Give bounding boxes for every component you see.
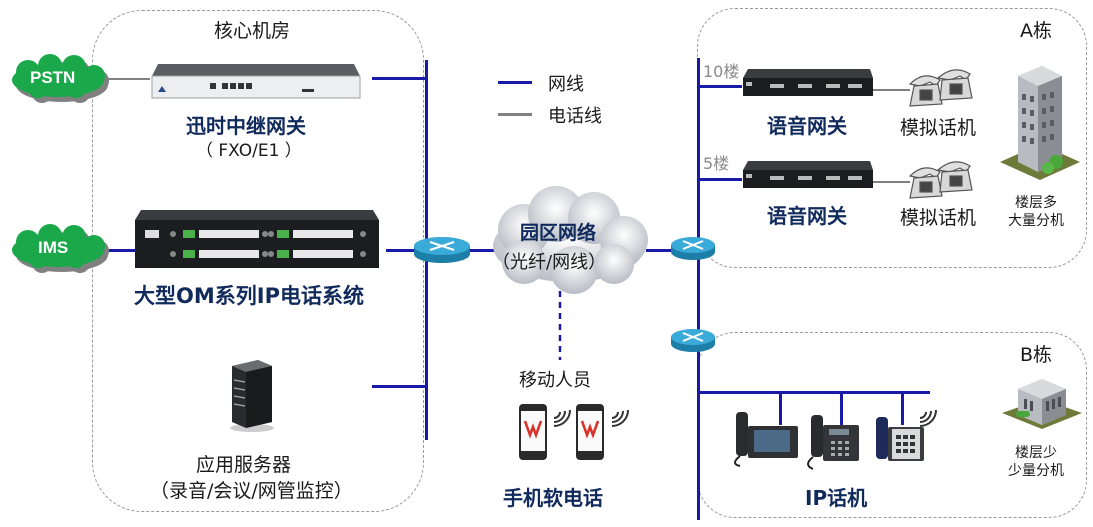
mobile-group-label: 移动人员 bbox=[519, 370, 591, 391]
building-b-title: B栋 bbox=[1020, 344, 1053, 366]
right-backbone-line bbox=[697, 58, 700, 520]
voice-gateway-10f-icon bbox=[743, 69, 873, 96]
floor-10-label: 10楼 bbox=[703, 62, 740, 81]
core-router-icon bbox=[414, 237, 470, 263]
pstn-cloud-icon bbox=[12, 54, 109, 103]
ip-pbx-device-icon bbox=[135, 210, 379, 268]
low-building-icon bbox=[1002, 379, 1082, 429]
building-a-desc-line2: 大量分机 bbox=[1008, 213, 1064, 229]
pstn-label: PSTN bbox=[30, 68, 76, 87]
analog-phones-10f-icon bbox=[908, 69, 973, 107]
floor10-net-line bbox=[697, 85, 742, 88]
campus-cloud-icon bbox=[493, 186, 648, 294]
building-b-desc-line1: 楼层少 bbox=[1015, 445, 1057, 461]
tall-building-icon bbox=[1000, 66, 1080, 180]
floor5-net-line bbox=[697, 178, 742, 181]
campus-network-sub: （光纤/网线） bbox=[492, 252, 607, 273]
ims-link-line bbox=[105, 249, 135, 252]
mobile-phone-1-icon bbox=[519, 404, 547, 460]
legend-phone-swatch bbox=[498, 113, 532, 116]
building-a-desc: 楼层多 大量分机 bbox=[1008, 194, 1064, 230]
app-server-name: 应用服务器 bbox=[196, 454, 292, 476]
mobile-phone-2-icon bbox=[576, 404, 604, 460]
wifi-signal-icon bbox=[611, 409, 629, 427]
building-b-router-icon bbox=[671, 329, 715, 352]
wifi-signal-icon bbox=[919, 409, 937, 427]
campus-network-name: 园区网络 bbox=[520, 222, 597, 244]
building-a-desc-line1: 楼层多 bbox=[1015, 195, 1057, 211]
core-room-title: 核心机房 bbox=[214, 20, 291, 42]
ip-phone-dect-icon bbox=[876, 417, 924, 461]
building-a-router-icon bbox=[671, 237, 715, 260]
legend-network-label: 网线 bbox=[548, 74, 584, 95]
trunk-gateway-device-icon bbox=[151, 64, 361, 99]
analog-phones-5f-icon bbox=[908, 161, 973, 199]
floor5-phone-line bbox=[870, 181, 910, 183]
app-server-sub: （录音/会议/网管监控） bbox=[150, 480, 353, 502]
ip-phone-video-icon bbox=[734, 412, 798, 467]
trunk-gateway-net-line bbox=[372, 77, 427, 80]
legend-phone-label: 电话线 bbox=[548, 106, 602, 127]
ims-cloud-icon bbox=[12, 224, 109, 273]
app-server-icon bbox=[230, 360, 274, 432]
ims-label: IMS bbox=[38, 238, 69, 257]
voice-gateway-5f-icon bbox=[743, 161, 873, 188]
ip-phones-name: IP话机 bbox=[805, 486, 868, 510]
building-b-desc: 楼层少 少量分机 bbox=[1008, 444, 1064, 480]
floor-5-label: 5楼 bbox=[703, 154, 730, 173]
floor10-phone-line bbox=[870, 89, 910, 91]
analog-phones-5f-label: 模拟话机 bbox=[900, 207, 977, 229]
legend-network-swatch bbox=[498, 81, 532, 84]
ip-pbx-net-line bbox=[386, 249, 426, 252]
mobile-softphone-name: 手机软电话 bbox=[503, 486, 603, 510]
analog-phones-10f-label: 模拟话机 bbox=[900, 117, 977, 139]
voice-gateway-10f-name: 语音网关 bbox=[767, 114, 847, 138]
wifi-signal-icon bbox=[553, 409, 571, 427]
mobile-wireless-link bbox=[558, 280, 562, 360]
ip-phone2-drop-line bbox=[840, 391, 843, 425]
cloud-to-router-line bbox=[646, 249, 678, 252]
ip-phone1-drop-line bbox=[779, 391, 782, 425]
ip-phone3-drop-line bbox=[901, 391, 904, 425]
ip-phone-desk-icon bbox=[807, 415, 859, 470]
voice-gateway-5f-name: 语音网关 bbox=[767, 204, 847, 228]
trunk-gateway-name: 迅时中继网关 bbox=[186, 114, 306, 138]
pstn-link-line bbox=[108, 78, 150, 80]
app-server-net-line bbox=[372, 385, 427, 388]
ip-pbx-name: 大型OM系列IP电话系统 bbox=[134, 284, 364, 308]
ip-phone-bus-line bbox=[698, 391, 930, 394]
building-a-title: A栋 bbox=[1020, 20, 1052, 42]
trunk-gateway-sub: （ FXO/E1 ） bbox=[196, 141, 302, 161]
building-b-desc-line2: 少量分机 bbox=[1008, 463, 1064, 479]
router-to-cloud-line bbox=[470, 249, 500, 252]
